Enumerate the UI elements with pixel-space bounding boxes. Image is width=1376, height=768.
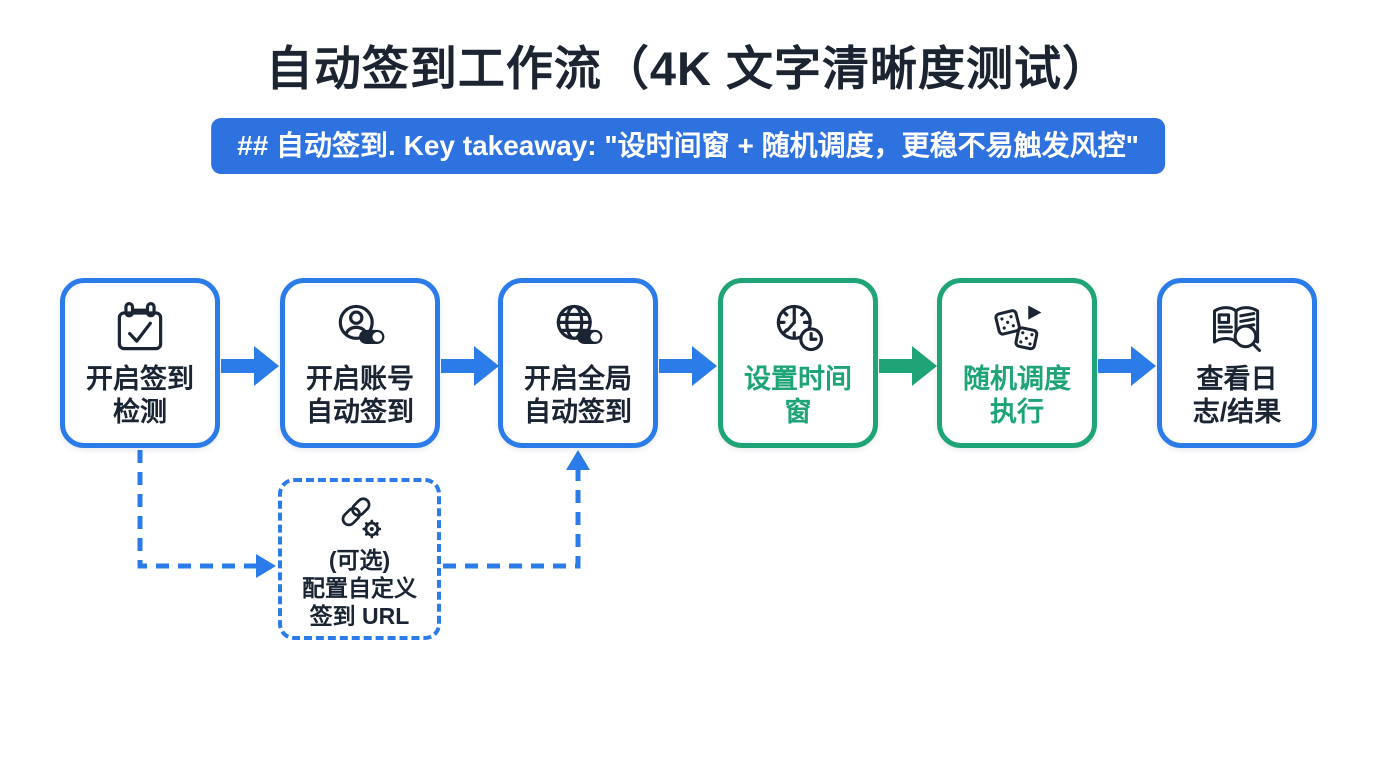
flow-node-set-time-window: 设置时间 窗 bbox=[718, 278, 878, 448]
user-toggle-icon bbox=[330, 293, 390, 363]
globe-toggle-icon bbox=[548, 293, 608, 363]
flow-node-random-schedule-run: 随机调度 执行 bbox=[937, 278, 1097, 448]
key-takeaway-banner: ## 自动签到. Key takeaway: "设时间窗 + 随机调度，更稳不易… bbox=[211, 118, 1165, 174]
optional-node-custom-checkin-url: (可选) 配置自定义 签到 URL bbox=[278, 478, 441, 640]
flow-node-label: 开启签到 检测 bbox=[86, 364, 194, 428]
dashed-connector-optional-to-step3 bbox=[443, 470, 581, 569]
dashed-connector-step1-to-optional bbox=[137, 450, 256, 569]
optional-node-label: (可选) 配置自定义 签到 URL bbox=[302, 547, 417, 630]
dashed-arrowhead-into-step3 bbox=[566, 450, 590, 470]
dashed-arrowhead-into-optional bbox=[256, 554, 276, 578]
flow-arrow-2 bbox=[441, 346, 499, 386]
calendar-check-icon bbox=[110, 293, 170, 363]
flow-node-label: 查看日 志/结果 bbox=[1192, 364, 1282, 428]
link-gear-icon bbox=[333, 490, 387, 546]
flow-node-view-logs-results: 查看日 志/结果 bbox=[1157, 278, 1317, 448]
flow-arrow-3 bbox=[659, 346, 717, 386]
dice-play-icon bbox=[987, 293, 1047, 363]
flow-node-enable-account-autocheckin: 开启账号 自动签到 bbox=[280, 278, 440, 448]
flow-node-label: 设置时间 窗 bbox=[744, 364, 852, 428]
flow-node-enable-global-autocheckin: 开启全局 自动签到 bbox=[498, 278, 658, 448]
flow-arrow-1 bbox=[221, 346, 279, 386]
flow-arrow-4 bbox=[879, 346, 937, 386]
flow-node-label: 开启账号 自动签到 bbox=[306, 364, 414, 428]
flow-node-label: 随机调度 执行 bbox=[963, 364, 1071, 428]
book-search-icon bbox=[1207, 293, 1267, 363]
clock-window-icon bbox=[768, 293, 828, 363]
flow-arrow-5 bbox=[1098, 346, 1156, 386]
flow-node-enable-checkin-detect: 开启签到 检测 bbox=[60, 278, 220, 448]
page-title: 自动签到工作流（4K 文字清晰度测试） bbox=[265, 42, 1111, 95]
flow-node-label: 开启全局 自动签到 bbox=[524, 364, 632, 428]
